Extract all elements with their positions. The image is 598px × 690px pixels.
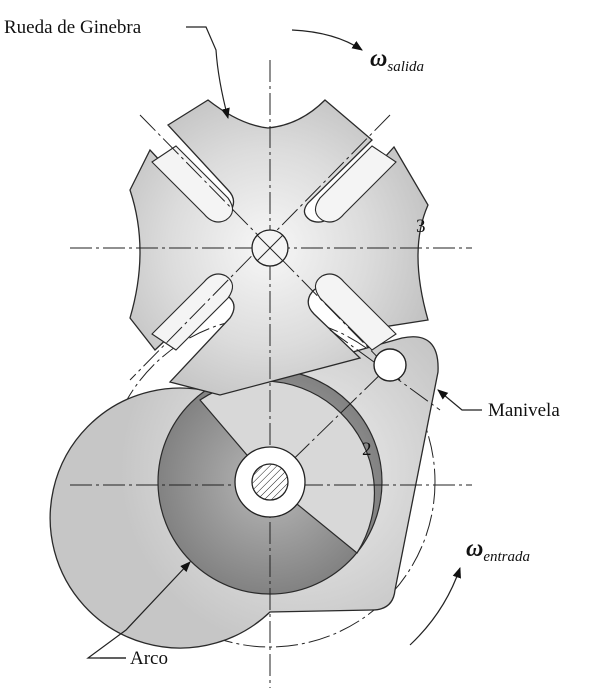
- label-omega-in: ωentrada: [466, 536, 530, 565]
- leader-crank: [437, 389, 482, 411]
- geneva-slots: [151, 145, 397, 351]
- omega-out-arrow: [291, 29, 363, 51]
- crank-shaft-hatched: [251, 463, 289, 501]
- omega-in-arrow: [409, 566, 461, 646]
- label-part-3: 3: [416, 216, 426, 237]
- label-crank: Manivela: [488, 400, 560, 421]
- leader-geneva-wheel: [186, 26, 230, 120]
- label-arc: Arco: [130, 648, 168, 669]
- label-geneva-wheel: Rueda de Ginebra: [4, 17, 142, 38]
- crank-pin: [373, 348, 407, 382]
- label-omega-out: ωsalida: [370, 46, 424, 75]
- label-part-2: 2: [362, 439, 372, 460]
